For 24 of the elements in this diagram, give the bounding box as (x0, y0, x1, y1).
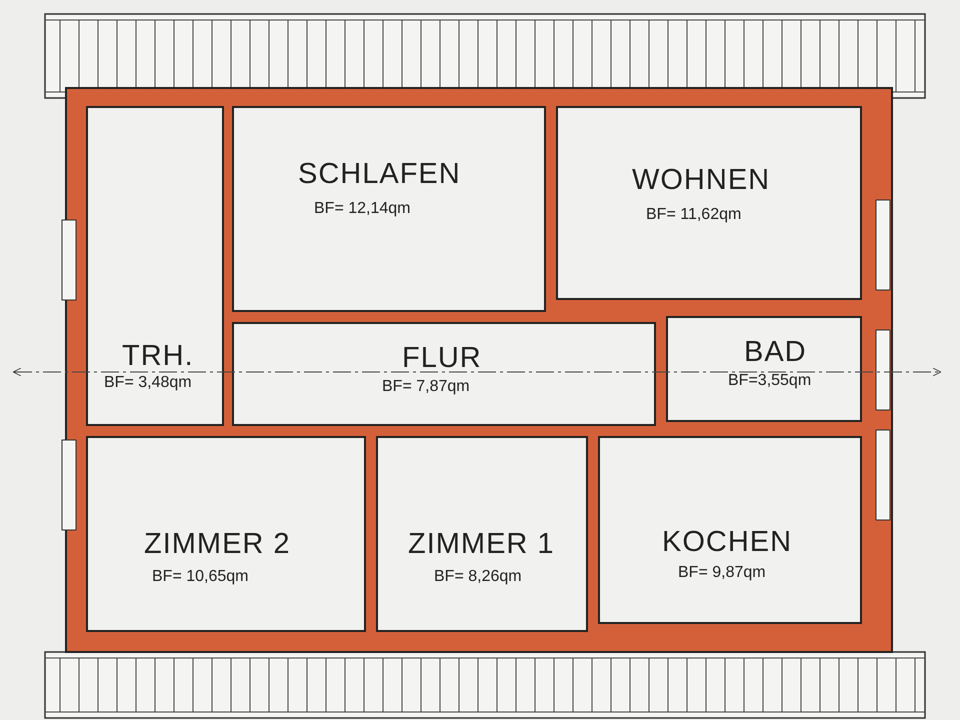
room-outline (376, 436, 588, 632)
room-outline (598, 436, 862, 624)
room-outline (86, 436, 366, 632)
room-name: ZIMMER 2 (144, 528, 291, 561)
room-outline (666, 316, 862, 422)
room-name: FLUR (402, 342, 482, 375)
floor-area: BF= 9,87qm (678, 564, 766, 582)
room-outline (232, 322, 656, 426)
room-name: KOCHEN (662, 526, 792, 559)
floor-area: BF= 12,14qm (314, 200, 410, 218)
room-outline (232, 106, 546, 312)
floor-area: BF= 7,87qm (382, 378, 470, 396)
floor-area: BF= 10,65qm (152, 568, 248, 586)
room-outline (86, 106, 224, 426)
floor-area: BF= 11,62qm (646, 206, 742, 224)
room-name: WOHNEN (632, 164, 770, 197)
room-name: ZIMMER 1 (408, 528, 555, 561)
room-name: SCHLAFEN (298, 158, 461, 191)
room-outline (556, 106, 862, 300)
room-name: BAD (744, 336, 807, 369)
floor-area: BF= 3,48qm (104, 374, 192, 392)
floor-area: BF=3,55qm (728, 372, 812, 390)
floor-area: BF= 8,26qm (434, 568, 522, 586)
room-name: TRH. (122, 340, 194, 373)
